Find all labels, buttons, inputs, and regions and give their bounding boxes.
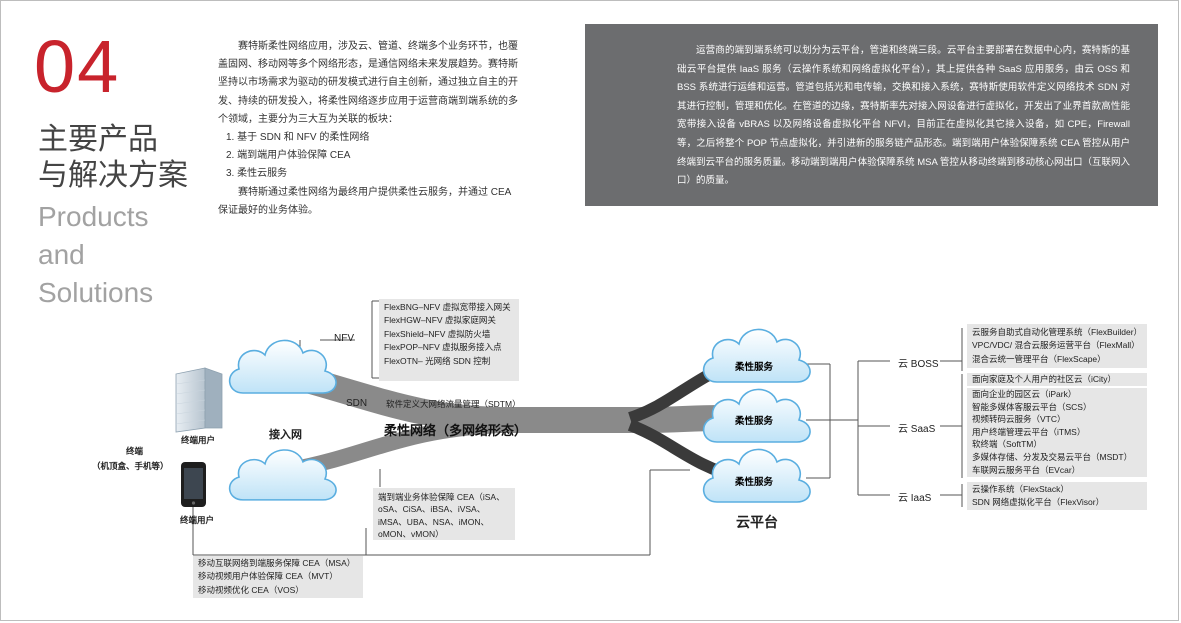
title-cn-line-2: 与解决方案 [38,158,188,193]
intro-item-2: 2. 端到端用户体验保障 CEA [226,150,351,162]
sdn-label: SDN [346,398,368,409]
title-cn-line-1: 主要产品 [38,122,158,157]
saas-item-4: 视频转码云服务（VTC） [972,414,1066,425]
title-en-line-1: Products [38,201,149,232]
nfv-item-3: FlexShield–NFV 虚拟防火墙 [384,328,491,339]
connector-lines [192,300,963,556]
nfv-product-box: FlexBNG–NFV 虚拟宽带接入网关 FlexHGW–NFV 虚拟家庭网关 … [379,299,519,381]
saas-item-3: 智能多媒体客服云平台（SCS） [972,401,1092,412]
nfv-item-2: FlexHGW–NFV 虚拟家庭网关 [384,315,496,326]
saas-item-5: 用户终端管理云平台（iTMS） [972,426,1086,437]
nfv-item-5: FlexOTN– 光网络 SDN 控制 [384,355,491,366]
flex-service-label-3: 柔性服务 [734,476,774,488]
saas-item-8: 车联网云服务平台（EVcar） [972,464,1081,475]
saas-item-box-icity: 面向家庭及个人用户的社区云（iCity） [967,373,1147,386]
terminal-label: 终端 [126,446,144,456]
phone-icon [181,462,206,507]
title-en-line-2: and [38,239,85,270]
msa-box: 移动互联网络到端服务保障 CEA（MSA） 移动视频用户体验保障 CEA（MVT… [193,556,363,598]
intro-item-3: 3. 柔性云服务 [226,168,288,180]
section-number: 04 [34,25,121,108]
intro-item-1: 1. 基于 SDN 和 NFV 的柔性网络 [226,132,370,144]
cloud-platform-label: 云平台 [736,514,778,530]
flex-service-cloud-3 [702,448,811,503]
title-en-line-3: Solutions [38,277,154,308]
msa-item-3: 移动视频优化 CEA（VOS） [198,584,304,595]
nfv-label: NFV [334,333,354,344]
saas-item-7: 多媒体存储、分发及交易云平台（MSDT） [972,451,1133,462]
intro-paragraph-1: 赛特斯柔性网络应用，涉及云、管道、终端多个业务环节，也覆盖固网、移动网等多个网络… [218,41,518,125]
description-box: 运营商的端到端系统可以划分为云平台，管道和终端三段。云平台主要部署在数据中心内，… [585,24,1158,206]
cea-box: 端到端业务体验保障 CEA（iSA、oSA、CiSA、iBSA、iVSA、iMS… [373,488,515,540]
boss-item-3: 混合云统一管理平台（FlexScape） [972,353,1106,364]
saas-item-2: 面向企业的园区云（iPark） [972,389,1077,399]
iaas-product-box: 云操作系统（FlexStack） SDN 网络虚拟化平台（FlexVisor） [967,482,1147,510]
cloud-iaas-label: 云 IaaS [898,493,932,504]
flex-network-label: 柔性网络（多网络形态） [384,423,528,438]
flex-service-cloud-1 [702,328,811,383]
intro-paragraph-2: 赛特斯通过柔性网络为最终用户提供柔性云服务，并通过 CEA 保证最好的业务体验。 [218,186,511,216]
sdn-text: 软件定义大网络流量管理（SDTM） [386,399,521,409]
saas-item-1: 面向家庭及个人用户的社区云（iCity） [972,374,1117,384]
cloud-boss-label: 云 BOSS [898,359,939,370]
iaas-item-2: SDN 网络虚拟化平台（FlexVisor） [972,497,1105,508]
saas-item-6: 软终端（SoftTM） [972,439,1042,450]
boss-item-2: VPC/VDC/ 混合云服务运营平台（FlexMall） [972,340,1140,351]
boss-item-1: 云服务自助式自动化管理系统（FlexBuilder） [972,327,1143,337]
msa-item-2: 移动视频用户体验保障 CEA（MVT） [198,571,338,582]
saas-product-box: 面向企业的园区云（iPark） 智能多媒体客服云平台（SCS） 视频转码云服务（… [967,388,1147,477]
msa-item-1: 移动互联网络到端服务保障 CEA（MSA） [198,558,356,568]
nfv-item-1: FlexBNG–NFV 虚拟宽带接入网关 [384,302,511,312]
building-icon [175,367,223,433]
boss-product-box: 云服务自助式自动化管理系统（FlexBuilder） VPC/VDC/ 混合云服… [967,324,1147,368]
cloud-saas-label: 云 SaaS [898,424,936,435]
flex-service-label-2: 柔性服务 [734,415,774,427]
intro-text: 赛特斯柔性网络应用，涉及云、管道、终端多个业务环节，也覆盖固网、移动网等多个网络… [218,38,520,220]
access-network-label: 接入网 [269,429,302,441]
flex-service-label-1: 柔性服务 [734,361,774,373]
terminal-sub-label: （机顶盒、手机等） [92,461,169,471]
access-network-cloud [228,339,337,394]
nfv-item-4: FlexPOP–NFV 虚拟服务接入点 [384,342,502,353]
terminal-user-label-phone: 终端用户 [180,515,215,525]
iaas-item-1: 云操作系统（FlexStack） [972,484,1069,494]
terminal-user-label-building: 终端用户 [181,435,216,445]
